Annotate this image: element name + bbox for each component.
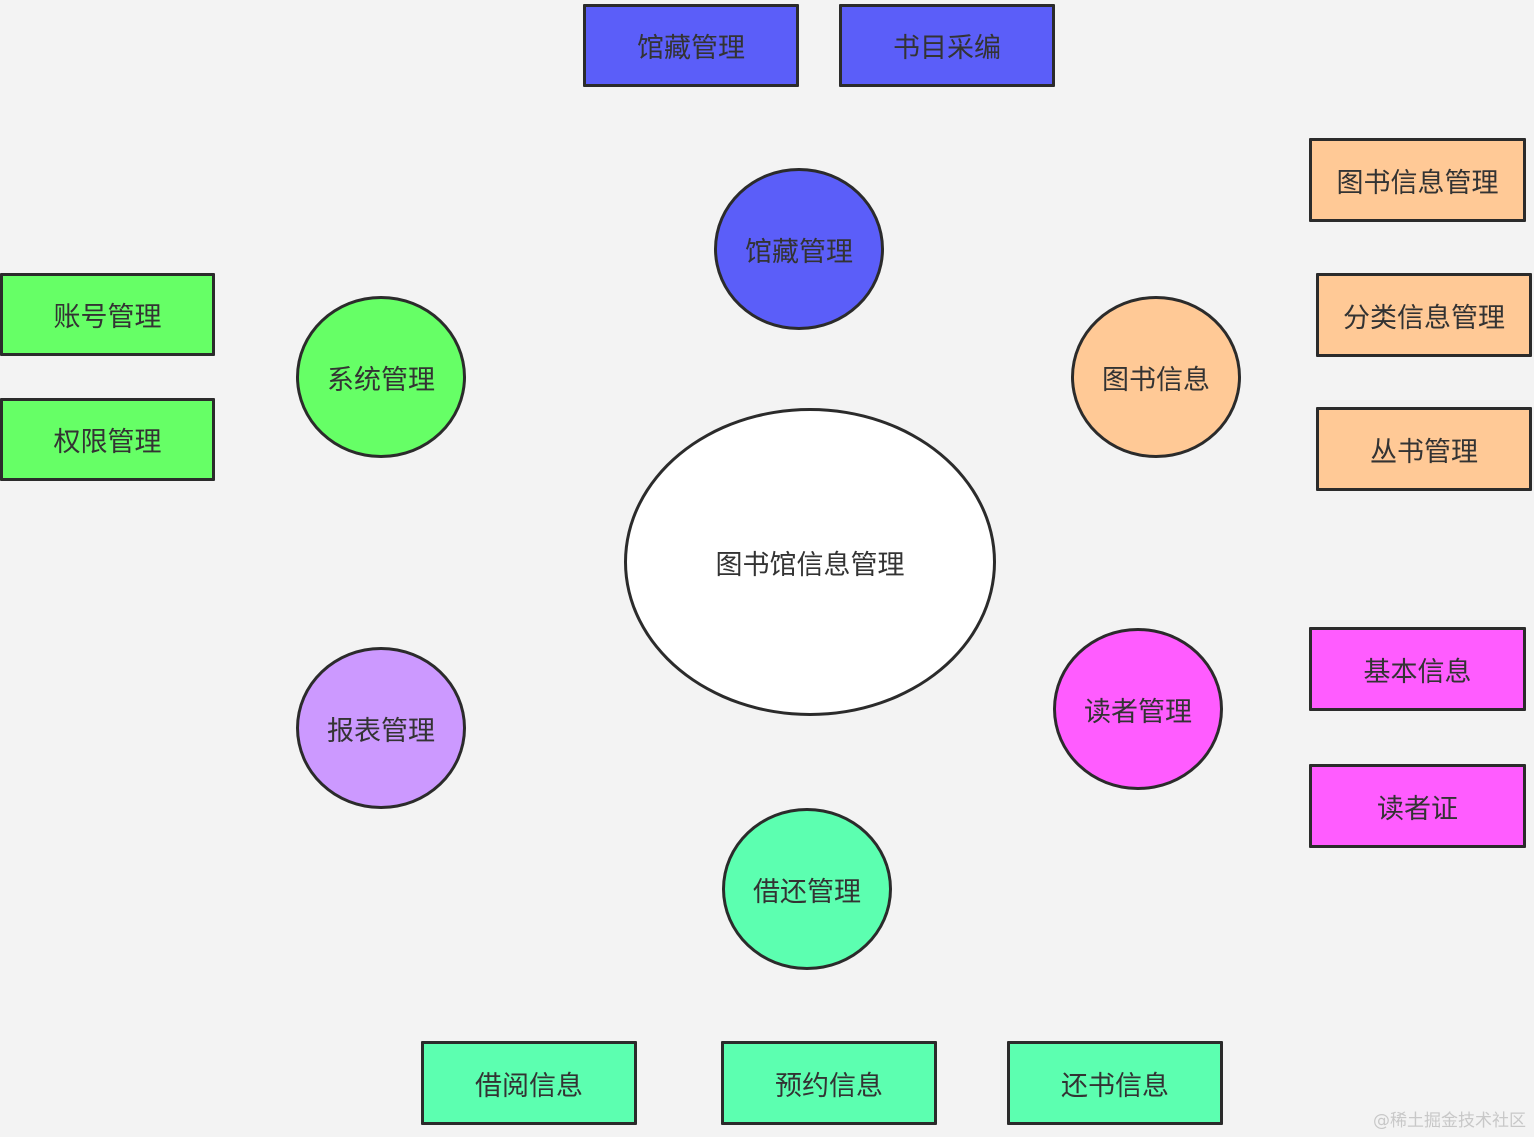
sub-node-label: 借阅信息 bbox=[475, 1070, 583, 1102]
module-node-collection: 馆藏管理 bbox=[714, 168, 884, 330]
module-node-borrow: 借还管理 bbox=[722, 808, 892, 970]
module-node-label: 馆藏管理 bbox=[745, 236, 853, 268]
sub-node-reservation-info: 预约信息 bbox=[721, 1041, 937, 1125]
sub-node-basic-info: 基本信息 bbox=[1309, 627, 1526, 711]
sub-node-label: 分类信息管理 bbox=[1343, 302, 1505, 334]
module-node-report: 报表管理 bbox=[296, 647, 466, 809]
sub-node-label: 预约信息 bbox=[775, 1070, 883, 1102]
sub-node-label: 基本信息 bbox=[1363, 656, 1472, 688]
sub-node-permission: 权限管理 bbox=[0, 398, 215, 481]
center-node-label: 图书馆信息管理 bbox=[715, 549, 905, 581]
watermark: @稀土掘金技术社区 bbox=[1373, 1111, 1526, 1131]
sub-node-book-info-manage: 图书信息管理 bbox=[1309, 138, 1526, 222]
sub-node-return-info: 还书信息 bbox=[1007, 1041, 1223, 1125]
sub-node-label: 账号管理 bbox=[53, 302, 162, 333]
sub-node-reader-card: 读者证 bbox=[1309, 764, 1526, 848]
sub-node-account: 账号管理 bbox=[0, 273, 215, 356]
module-node-label: 报表管理 bbox=[327, 715, 435, 747]
module-node-label: 借还管理 bbox=[753, 876, 861, 908]
module-node-system: 系统管理 bbox=[296, 296, 466, 458]
sub-node-label: 图书信息管理 bbox=[1336, 167, 1499, 199]
sub-node-label: 馆藏管理 bbox=[637, 33, 745, 64]
sub-node-collection-manage: 馆藏管理 bbox=[583, 4, 799, 87]
module-node-book-info: 图书信息 bbox=[1071, 296, 1241, 458]
sub-node-label: 权限管理 bbox=[53, 427, 162, 458]
sub-node-label: 书目采编 bbox=[893, 33, 1001, 64]
sub-node-catalog: 书目采编 bbox=[839, 4, 1055, 87]
module-node-label: 图书信息 bbox=[1102, 364, 1210, 396]
sub-node-label: 还书信息 bbox=[1061, 1070, 1169, 1102]
module-node-reader: 读者管理 bbox=[1053, 628, 1223, 790]
sub-node-category-manage: 分类信息管理 bbox=[1316, 273, 1532, 357]
module-node-label: 读者管理 bbox=[1084, 696, 1192, 728]
center-node-library-info: 图书馆信息管理 bbox=[624, 408, 996, 716]
sub-node-label: 读者证 bbox=[1377, 793, 1458, 825]
module-node-label: 系统管理 bbox=[327, 364, 435, 396]
sub-node-lending-info: 借阅信息 bbox=[421, 1041, 637, 1125]
sub-node-label: 丛书管理 bbox=[1370, 436, 1478, 468]
sub-node-series-manage: 丛书管理 bbox=[1316, 407, 1532, 491]
